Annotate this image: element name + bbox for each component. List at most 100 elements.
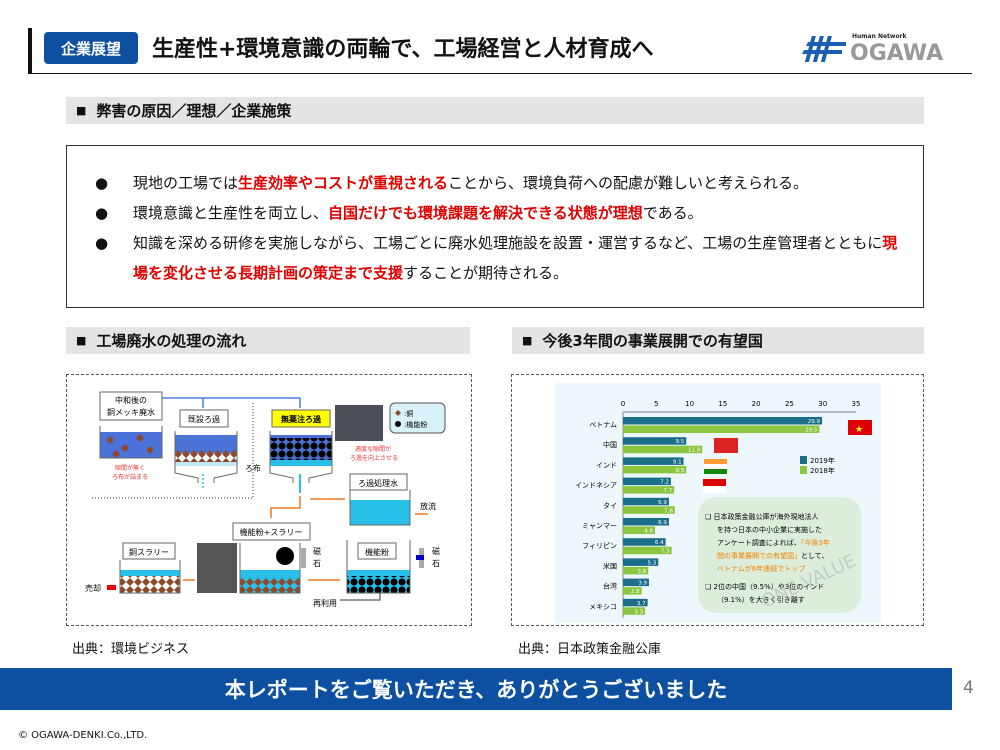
bar-2018年 <box>623 587 642 595</box>
bar-2018年 <box>623 506 675 514</box>
bar-2019年 <box>623 457 684 465</box>
x-tick-label: 15 <box>718 400 727 408</box>
bar-value-label: 9.5 <box>675 468 684 474</box>
copyright: © OGAWA-DENKI.Co.,LTD. <box>18 730 148 741</box>
bar-value-label: 3.8 <box>638 569 647 575</box>
section-heading-promising-countries: ■今後3年間の事業展開での有望国 <box>512 327 924 354</box>
x-tick-label: 20 <box>752 400 761 408</box>
source-wastewater: 出典：環境ビジネス <box>72 642 190 657</box>
bar-2018年 <box>623 486 675 494</box>
filter-photo <box>335 405 383 441</box>
svg-text:機能粉+スラリー: 機能粉+スラリー <box>240 527 303 537</box>
bar-value-label: 9.1 <box>673 459 682 465</box>
bar-value-label: 29.9 <box>808 419 821 425</box>
bar-value-label: 7.7 <box>664 488 673 494</box>
svg-text:放流: 放流 <box>420 501 436 511</box>
svg-text:磁: 磁 <box>432 546 440 556</box>
svg-text:❏ 2位の中国（9.5%）や3位のインド: ❏ 2位の中国（9.5%）や3位のインド <box>705 582 824 591</box>
category-label: タイ <box>603 501 617 510</box>
category-label: インド <box>596 461 617 469</box>
svg-text:❏ 日本政策金融公庫が海外現地法人: ❏ 日本政策金融公庫が海外現地法人 <box>705 512 819 521</box>
bar-2019年 <box>623 538 666 546</box>
bar-2019年 <box>623 497 669 506</box>
bar-2018年 <box>623 526 655 534</box>
flag-india-icon <box>704 459 727 474</box>
category-label: メキシコ <box>589 603 617 611</box>
svg-text:（9.1%）を大きく引き離す: （9.1%）を大きく引き離す <box>717 595 805 604</box>
ogawa-logo: Human Network OGAWA <box>802 33 943 66</box>
category-label: フィリピン <box>582 542 617 550</box>
bar-2018年 <box>623 546 672 555</box>
bar-2018年 <box>623 445 703 454</box>
svg-text:アンケート調査によれば、「今後3年: アンケート調査によれば、「今後3年 <box>717 538 830 547</box>
svg-text:を持つ日本の中小企業に実施した: を持つ日本の中小企業に実施した <box>717 525 822 534</box>
bar-value-label: 3.3 <box>634 609 643 615</box>
bar-2018年 <box>623 465 687 474</box>
bar-2019年 <box>623 558 659 566</box>
svg-text:無薬注ろ過: 無薬注ろ過 <box>281 414 322 424</box>
bar-value-label: 6.4 <box>655 540 664 546</box>
category-label: ベトナム <box>589 421 617 429</box>
bar-value-label: 7.2 <box>660 480 669 486</box>
flag-indonesia-icon <box>703 479 726 493</box>
legend-label: 2019年 <box>810 456 835 465</box>
legend-swatch <box>800 456 807 464</box>
x-tick-label: 0 <box>621 400 625 408</box>
page-number: 4 <box>963 678 974 698</box>
x-tick-label: 10 <box>685 400 694 408</box>
svg-text:銅メッキ廃水: 銅メッキ廃水 <box>107 407 155 417</box>
svg-text:ベトナムが6年連続でトップ: ベトナムが6年連続でトップ <box>717 564 805 573</box>
country-chart-frame <box>511 374 924 626</box>
bar-value-label: 7.3 <box>661 549 670 555</box>
legend-label: 2018年 <box>810 466 835 475</box>
legend-swatch <box>800 466 807 474</box>
svg-text:間の事業展開での有望国」として、: 間の事業展開での有望国」として、 <box>717 551 828 560</box>
svg-text:中和後の: 中和後の <box>115 395 147 405</box>
bar-2018年 <box>623 607 645 615</box>
x-tick-label: 5 <box>654 400 658 408</box>
category-label: 中国 <box>603 440 617 449</box>
bullet-item: ●知識を深める研修を実施しながら、工場ごとに廃水処理施設を設置・運営するなど、工… <box>95 234 898 282</box>
bullet-box: ●現地の工場では生産効率やコストが重視されることから、環境負荷への配慮が難しいと… <box>66 145 924 308</box>
bar-value-label: 9.5 <box>675 439 684 445</box>
bar-value-label: 3.9 <box>638 581 647 587</box>
svg-text:隙間が無く: 隙間が無く <box>115 464 145 472</box>
bar-2019年 <box>623 417 823 425</box>
bullet-item: ●現地の工場では生産効率やコストが重視されることから、環境負荷への配慮が難しいと… <box>95 174 809 192</box>
bar-value-label: 7.8 <box>664 508 673 514</box>
svg-text::銅: :銅 <box>404 409 413 418</box>
svg-text:Human Network: Human Network <box>852 33 908 40</box>
x-tick-label: 30 <box>818 400 827 408</box>
category-badge: 企業展望 <box>44 32 138 64</box>
section-heading-causes: ■弊害の原因／理想／企業施策 <box>66 97 924 124</box>
svg-text::機能粉: :機能粉 <box>404 420 427 429</box>
bar-value-label: 29.5 <box>805 428 818 434</box>
title-accent-bar <box>28 28 32 74</box>
bar-2019年 <box>623 437 687 445</box>
svg-text:石: 石 <box>313 559 321 568</box>
svg-text:ろ過を向上させる: ろ過を向上させる <box>350 454 398 462</box>
svg-text:OGAWA: OGAWA <box>850 41 943 66</box>
source-chart: 出典：日本政策金融公庫 <box>518 642 662 657</box>
category-label: 米国 <box>603 561 617 570</box>
bar-2018年 <box>623 425 820 433</box>
page-title: 生産性+環境意識の両輪で、工場経営と人材育成へ <box>152 37 654 62</box>
svg-text:既設ろ過: 既設ろ過 <box>188 414 220 424</box>
svg-text:銅スラリー: 銅スラリー <box>129 547 169 557</box>
svg-text:適度な隙間が: 適度な隙間が <box>355 445 391 453</box>
bar-value-label: 5.3 <box>648 560 657 566</box>
svg-text:機能粉: 機能粉 <box>365 547 389 557</box>
svg-text:石: 石 <box>432 559 440 568</box>
svg-text:売却: 売却 <box>85 583 101 593</box>
category-label: ミャンマー <box>582 522 617 530</box>
flag-vietnam-icon: ★ <box>848 420 872 435</box>
header-divider <box>28 73 972 74</box>
svg-text:★: ★ <box>855 425 863 435</box>
bar-value-label: 4.8 <box>644 529 653 535</box>
x-tick-label: 35 <box>852 400 861 408</box>
wastewater-flow-figure-frame <box>66 374 472 626</box>
svg-text:ろ布が詰まる: ろ布が詰まる <box>112 473 148 481</box>
svg-text:ろ布: ろ布 <box>245 463 261 473</box>
separator-photo <box>197 543 237 593</box>
